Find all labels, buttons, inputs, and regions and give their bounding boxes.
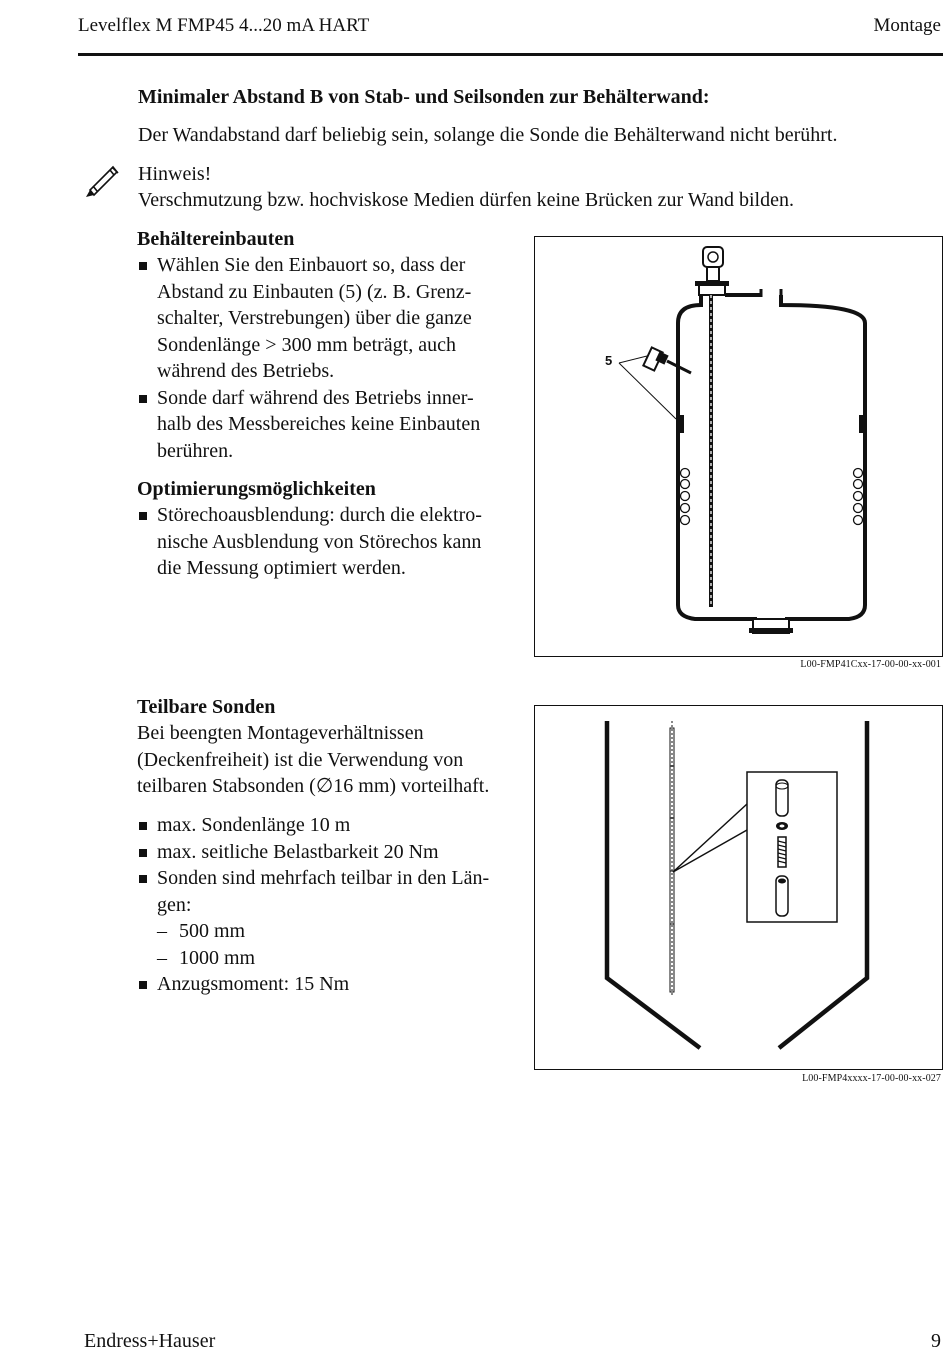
page-number: 9	[931, 1330, 941, 1352]
list-item: max. seitliche Belastbarkeit 20 Nm	[137, 839, 522, 866]
figure-label-5: 5	[605, 353, 612, 368]
header-title: Levelflex M FMP45 4...20 mA HART	[78, 15, 370, 36]
list-item: Sonden sind mehrfach teilbar in den Län-…	[137, 865, 522, 918]
bullet-square-icon	[139, 394, 147, 403]
header-rule	[78, 53, 943, 56]
bullet-square-icon	[139, 512, 147, 520]
section-heading-optimierung: Optimierungsmöglichkeiten	[137, 478, 376, 500]
teilbar-intro: Bei beengten Montageverhältnissen (Decke…	[137, 722, 490, 797]
tank-installation-figure: 5	[534, 236, 943, 657]
separable-probe-figure	[534, 705, 943, 1070]
figure2-caption: L00-FMP4xxxx-17-00-00-xx-027	[802, 1073, 941, 1084]
list-item: –1000 mm	[157, 946, 256, 969]
list-item: –500 mm	[157, 920, 246, 942]
section-heading-abstand: Minimaler Abstand B von Stab- und Seilso…	[138, 86, 710, 108]
bullet-square-icon	[139, 262, 147, 270]
pencil-icon	[84, 164, 124, 198]
section-text-abstand: Der Wandabstand darf beliebig sein, sola…	[138, 124, 838, 146]
section-heading-teilbar: Teilbare Sonden	[137, 696, 276, 718]
bullet-square-icon	[139, 848, 147, 857]
bullet-square-icon	[139, 875, 147, 883]
optimierung-list: Störechoausblendung: durch die elektro- …	[137, 502, 517, 582]
footer-brand: Endress+Hauser	[84, 1330, 216, 1352]
list-item: max. Sondenlänge 10 m	[137, 812, 522, 839]
section-heading-einbauten: Behältereinbauten	[137, 228, 295, 250]
teilbar-list: max. Sondenlänge 10 m max. seitliche Bel…	[137, 812, 522, 998]
note-title: Hinweis!	[138, 163, 212, 185]
einbauten-list: Wählen Sie den Einbauort so, dass der Ab…	[137, 252, 517, 464]
list-item: Wählen Sie den Einbauort so, dass der Ab…	[137, 252, 517, 385]
note-text: Verschmutzung bzw. hochviskose Medien dü…	[138, 189, 794, 211]
list-item: Störechoausblendung: durch die elektro- …	[137, 502, 517, 582]
figure1-caption: L00-FMP41Cxx-17-00-00-xx-001	[800, 659, 941, 670]
bullet-square-icon	[139, 822, 147, 830]
bullet-square-icon	[139, 981, 147, 989]
list-item: Anzugsmoment: 15 Nm	[137, 971, 522, 998]
list-item: Sonde darf während des Betriebs inner- h…	[137, 385, 517, 465]
header-section: Montage	[873, 15, 941, 36]
